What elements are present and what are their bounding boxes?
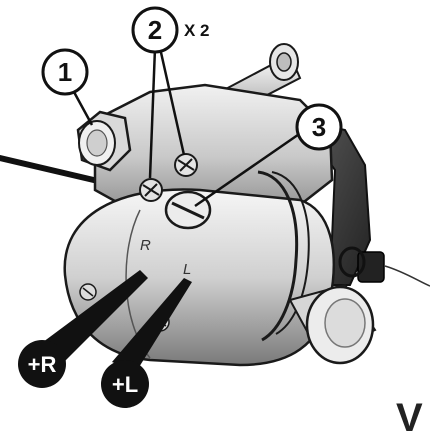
front-frame-strap-inner xyxy=(271,171,310,335)
engraving-r: R xyxy=(140,237,151,254)
mount-screw-left xyxy=(79,283,97,301)
front-frame-strap xyxy=(257,170,299,342)
direction-marker-l: +L xyxy=(101,360,149,408)
corner-fragment-text: V xyxy=(396,396,423,431)
callout-3-number: 3 xyxy=(312,112,326,142)
small-screw-lower xyxy=(139,178,163,202)
small-screw-upper xyxy=(174,153,198,177)
leader-line-1 xyxy=(72,91,94,126)
callout-2: 2 xyxy=(131,6,179,54)
callout-1-number: 1 xyxy=(58,57,72,87)
direction-marker-l-label: +L xyxy=(112,372,138,397)
slotted-adjuster-screw xyxy=(164,190,212,230)
adjusting-bolt xyxy=(76,110,132,172)
callout-1: 1 xyxy=(41,48,89,96)
marker-r-pointer xyxy=(35,270,148,368)
leader-line-3 xyxy=(194,128,306,208)
leader-line-2b xyxy=(158,47,186,156)
callout-3: 3 xyxy=(295,103,343,151)
leader-line-2a xyxy=(148,47,157,179)
shaft-end-cap xyxy=(288,283,377,365)
thin-wire xyxy=(384,265,430,287)
engraving-l: L xyxy=(183,261,191,278)
callout-2-quantity: X 2 xyxy=(184,21,210,40)
direction-marker-r: +R xyxy=(18,340,66,388)
direction-marker-r-label: +R xyxy=(28,352,57,377)
marker-l-pointer xyxy=(112,278,192,372)
callout-2-number: 2 xyxy=(148,15,162,45)
connector-plug xyxy=(338,246,385,283)
